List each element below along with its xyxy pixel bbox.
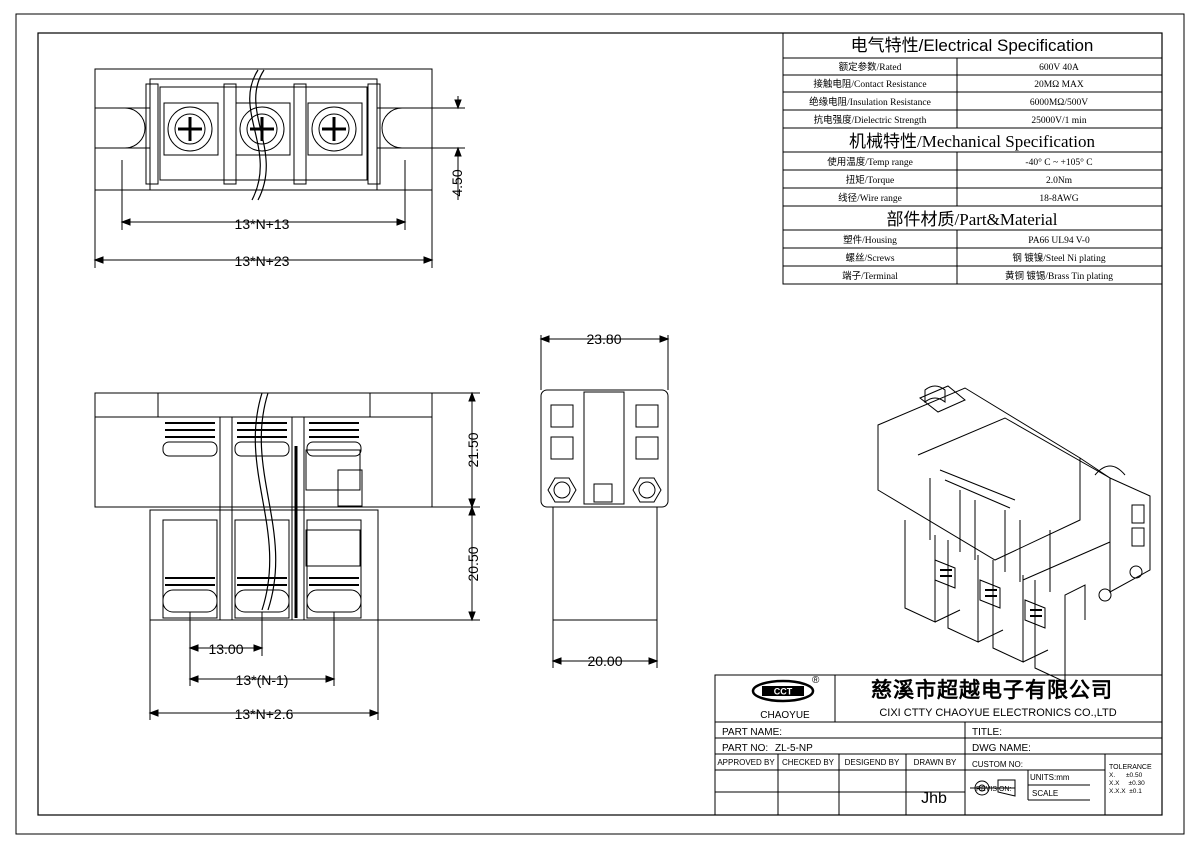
- tolerance-row: X. ±0.50: [1109, 772, 1143, 779]
- dim-pitch: 13.00: [208, 641, 243, 657]
- custom-no-label: CUSTOM NO:: [972, 760, 1023, 769]
- dwg-name-label: DWG NAME:: [972, 743, 1031, 754]
- drawn-by-value: Jhb: [921, 790, 947, 807]
- spec-label: 螺丝/Screws: [845, 252, 894, 264]
- material-spec-title: 部件材质/Part&Material: [887, 210, 1058, 229]
- brand-name: CHAOYUE: [760, 710, 810, 721]
- spec-value: 2.0Nm: [1046, 176, 1073, 186]
- spec-value: 20MΩ MAX: [1034, 80, 1084, 90]
- spec-label: 扭矩/Torque: [846, 174, 894, 186]
- revision-label: REVISION:: [976, 786, 1011, 793]
- spec-label: 接触电阻/Contact Resistance: [813, 78, 926, 90]
- spec-label: 绝缘电阻/Insulation Resistance: [809, 96, 931, 108]
- top-view: [93, 68, 465, 268]
- title-block: [714, 674, 1163, 816]
- tolerance-title: TOLERANCE: [1109, 764, 1152, 771]
- part-no-value: ZL-5-NP: [775, 743, 813, 754]
- company-name-cn: 慈溪市超越电子有限公司: [871, 678, 1113, 702]
- spec-value: 18-8AWG: [1039, 194, 1078, 204]
- checked-by-label: CHECKED BY: [782, 758, 835, 767]
- front-view: [94, 391, 480, 720]
- dim-overall-front: 13*N+2.6: [235, 706, 294, 722]
- spec-value: 600V 40A: [1039, 63, 1079, 73]
- dim-side-bottom: 20.00: [587, 653, 622, 669]
- designed-by-label: DESIGEND BY: [845, 758, 900, 767]
- company-logo: CCT ®: [751, 675, 820, 703]
- dim-upper-height: 21.50: [465, 432, 481, 467]
- part-no-label: PART NO:: [722, 743, 768, 754]
- dim-lower-height: 20.50: [465, 546, 481, 581]
- spec-value: 钢 镀镍/Steel Ni plating: [1012, 252, 1105, 264]
- scale-label: SCALE: [1032, 789, 1058, 798]
- spec-value: 6000MΩ/500V: [1030, 98, 1088, 108]
- spec-label: 额定参数/Rated: [839, 61, 902, 73]
- dim-height-small: 4.50: [449, 169, 465, 196]
- spec-label: 塑件/Housing: [843, 234, 897, 246]
- title-label: TITLE:: [972, 727, 1002, 738]
- mechanical-spec-title: 机械特性/Mechanical Specification: [849, 132, 1095, 151]
- company-name-en: CIXI CTTY CHAOYUE ELECTRONICS CO.,LTD: [879, 707, 1116, 719]
- logo-registered-mark: ®: [812, 675, 820, 686]
- spec-table: [782, 32, 1163, 285]
- drawn-by-label: DRAWN BY: [914, 758, 957, 767]
- units-label: UNITS:mm: [1030, 773, 1070, 782]
- spec-value: 25000V/1 min: [1031, 116, 1086, 126]
- dim-span: 13*(N-1): [236, 672, 289, 688]
- spec-value: -40° C ~ +105° C: [1025, 157, 1092, 168]
- part-name-label: PART NAME:: [722, 727, 782, 738]
- dim-overall-top: 13*N+23: [235, 253, 290, 269]
- spec-label: 端子/Terminal: [842, 270, 898, 282]
- electrical-spec-title: 电气特性/Electrical Specification: [851, 36, 1094, 55]
- dim-side-width: 23.80: [586, 331, 621, 347]
- spec-label: 使用温度/Temp range: [827, 156, 913, 168]
- spec-label: 抗电强度/Dielectric Strength: [814, 114, 927, 126]
- svg-text:CCT: CCT: [774, 687, 793, 697]
- dim-pitch-inner: 13*N+13: [235, 216, 290, 232]
- side-view: [539, 335, 670, 668]
- tolerance-row: X.X.X ±0.1: [1109, 788, 1142, 795]
- approved-by-label: APPROVED BY: [717, 758, 775, 767]
- isometric-view: [877, 385, 1151, 683]
- spec-value: PA66 UL94 V-0: [1028, 236, 1090, 246]
- tolerance-row: X.X ±0.30: [1109, 780, 1145, 787]
- spec-value: 黄铜 镀锡/Brass Tin plating: [1005, 270, 1113, 282]
- spec-label: 线径/Wire range: [838, 192, 902, 204]
